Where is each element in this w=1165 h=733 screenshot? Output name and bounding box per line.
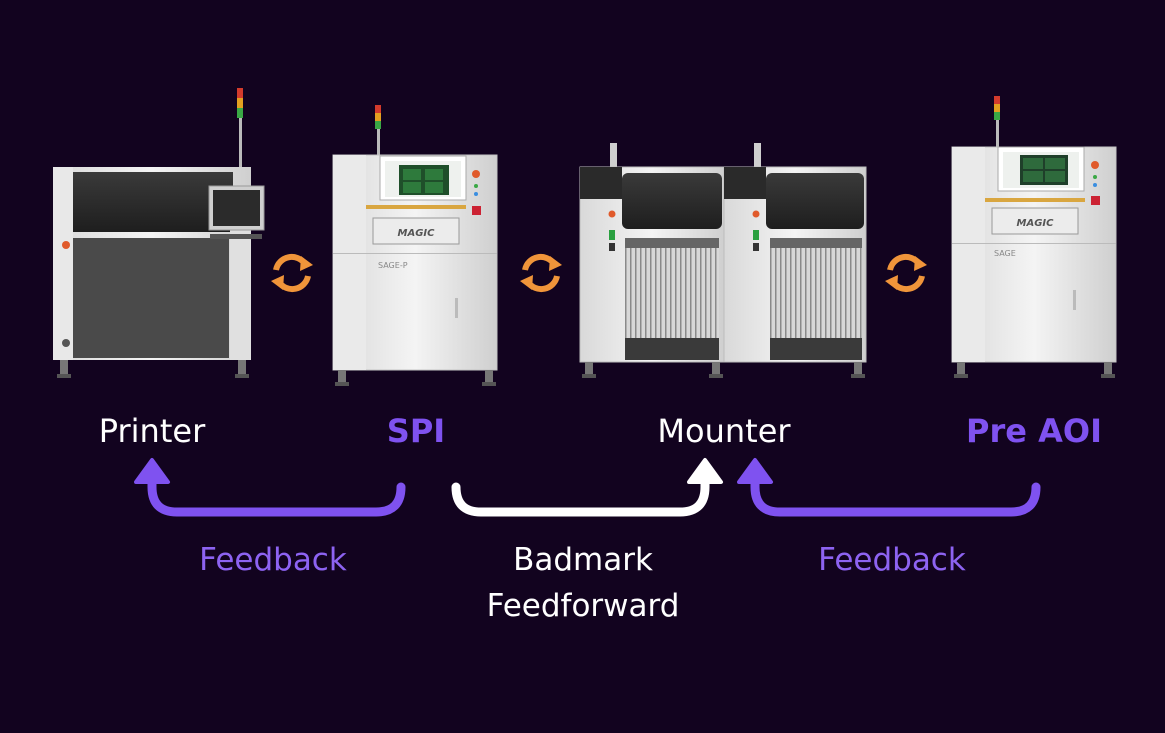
flow-label-feedback-right: Feedback [818, 542, 966, 578]
aoi-brand-logo: MAGIC [1017, 218, 1055, 229]
feedback-arrow-aoi-to-mounter [737, 458, 1041, 517]
sync-icon [271, 253, 313, 293]
printer-machine [53, 88, 265, 378]
feedforward-arrow-spi-to-mounter [451, 458, 723, 517]
flow-label-line2: Feedforward [486, 588, 680, 624]
pre-aoi-machine: MAGIC SAGE [951, 96, 1117, 378]
spi-brand-logo: MAGIC [398, 228, 436, 239]
mounter-machine [579, 143, 867, 378]
label-pre-aoi: Pre AOI [966, 412, 1102, 450]
label-spi: SPI [386, 412, 446, 450]
feedback-arrow-spi-to-printer [134, 458, 406, 517]
flow-label-line1: Badmark [513, 542, 653, 578]
sync-icon [885, 253, 927, 293]
sync-icon [520, 253, 562, 293]
flow-label-feedback-left: Feedback [199, 542, 347, 578]
aoi-model-label: SAGE [994, 249, 1016, 258]
label-printer: Printer [98, 412, 206, 450]
flow-label-badmark-feedforward: Badmark Feedforward [487, 537, 680, 629]
spi-machine: MAGIC SAGE-P [332, 105, 498, 386]
label-mounter: Mounter [657, 412, 791, 450]
spi-model-label: SAGE-P [378, 261, 408, 270]
